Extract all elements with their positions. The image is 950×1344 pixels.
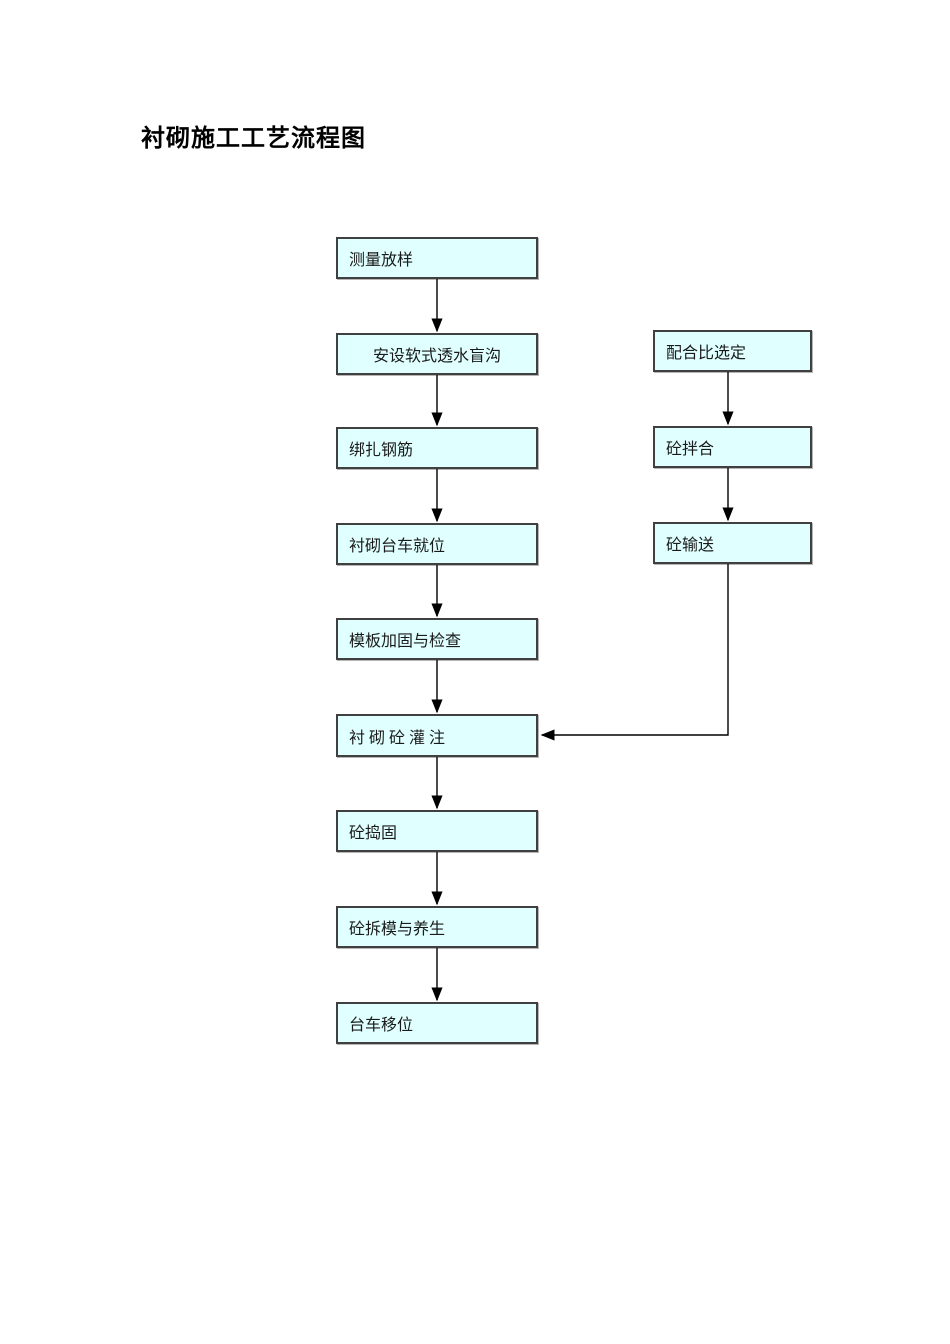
flow-box-label: 砼拆模与养生 [349,921,446,938]
flow-box-blind-drain: 安设软式透水盲沟 [336,333,538,375]
flow-box-label: 绑扎钢筋 [349,442,414,459]
flow-box-concrete-transport: 砼输送 [653,522,812,564]
flow-box-label: 砼输送 [666,537,715,554]
flow-box-concrete-tamping: 砼捣固 [336,810,538,852]
page-title: 衬砌施工工艺流程图 [141,125,366,152]
flow-box-label: 台车移位 [349,1017,414,1034]
flow-box-label: 砼捣固 [349,825,398,842]
flow-box-lining-concrete-pouring: 衬 砌 砼 灌 注 [336,714,538,757]
flow-box-trolley-positioning: 衬砌台车就位 [336,523,538,565]
flow-box-label: 砼拌合 [666,441,715,458]
flow-box-trolley-relocation: 台车移位 [336,1002,538,1044]
flow-box-rebar-tying: 绑扎钢筋 [336,427,538,469]
flow-box-label: 衬砌台车就位 [349,538,446,555]
arrow-side-to-pouring [540,564,729,741]
flow-box-demould-curing: 砼拆模与养生 [336,906,538,948]
flow-box-mix-ratio-selection: 配合比选定 [653,330,812,372]
flow-box-formwork-check: 模板加固与检查 [336,618,538,660]
flow-box-label: 模板加固与检查 [349,633,462,650]
flow-box-label: 衬 砌 砼 灌 注 [349,729,446,747]
flow-box-survey-layout: 测量放样 [336,237,538,279]
flow-box-label: 测量放样 [349,252,414,269]
flow-box-concrete-mixing: 砼拌合 [653,426,812,468]
flow-box-label: 安设软式透水盲沟 [372,348,501,365]
flow-box-label: 配合比选定 [666,345,747,362]
